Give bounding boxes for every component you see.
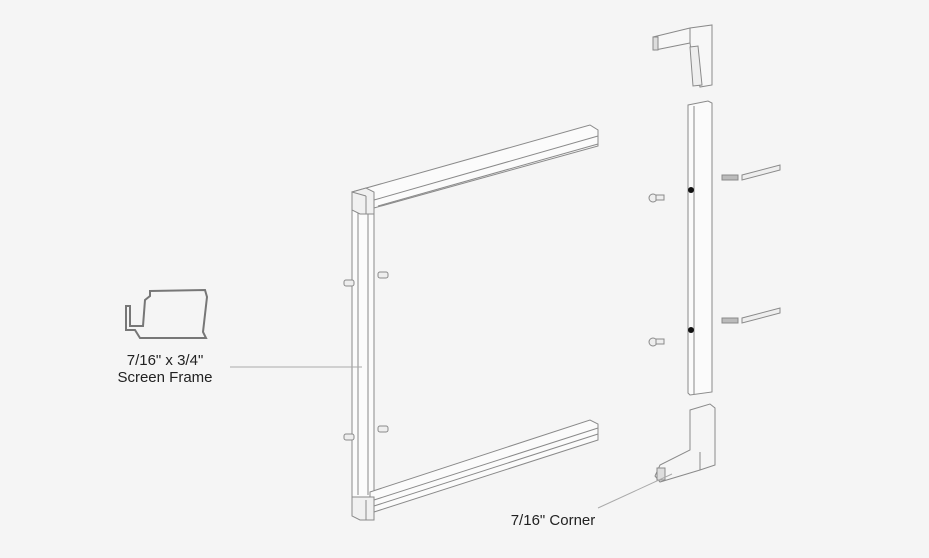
exploded-stile (687, 100, 713, 396)
bottom-corner-block (351, 496, 375, 521)
frame-label: 7/16" x 3/4" Screen Frame (100, 352, 230, 386)
corner-leader-line (597, 473, 673, 509)
exploded-top-corner (652, 24, 713, 88)
top-corner-block (351, 187, 375, 215)
pins-left (343, 271, 389, 441)
exploded-bottom-corner (654, 403, 716, 483)
frame-size-label: 7/16" x 3/4" (126, 352, 204, 369)
frame-name-label: Screen Frame (117, 369, 213, 386)
screw-icon (648, 193, 665, 347)
spring-pin-icon (721, 164, 781, 324)
bottom-frame-rail (369, 419, 599, 513)
frame-profile-icon (125, 288, 209, 339)
corner-label: 7/16" Corner (510, 512, 596, 529)
left-frame-stile (351, 204, 375, 498)
top-frame-rail (351, 124, 599, 209)
